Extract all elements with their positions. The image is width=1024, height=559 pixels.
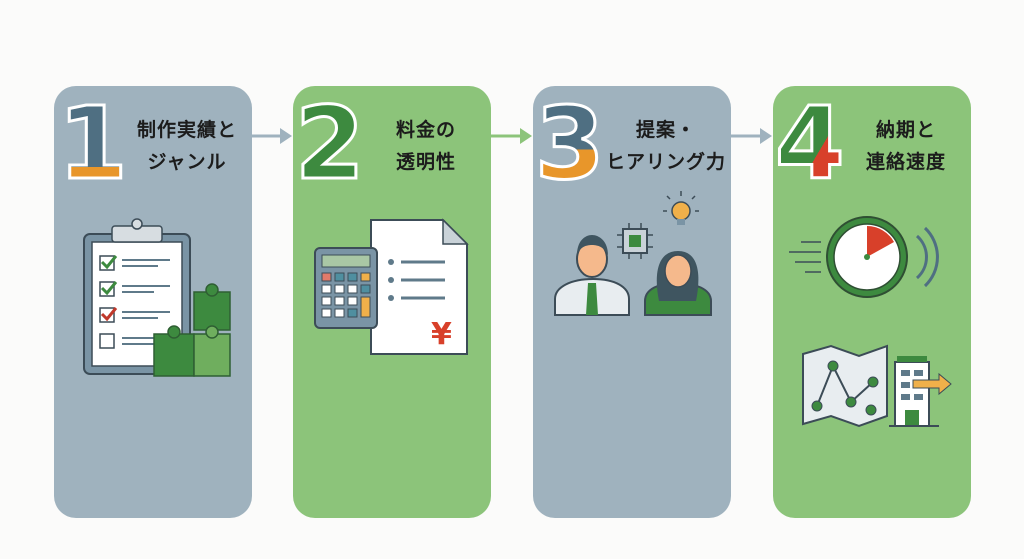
arrow-right-icon xyxy=(250,128,292,144)
step-number-2: 2 xyxy=(295,86,365,186)
svg-text:1: 1 xyxy=(58,86,126,186)
puzzle-icon xyxy=(153,283,231,377)
svg-text:2: 2 xyxy=(295,86,365,186)
stopwatch-icon xyxy=(789,216,939,298)
lightbulb-icon xyxy=(663,191,699,225)
svg-text:3: 3 xyxy=(535,86,605,186)
invoice-yen-icon: ¥ xyxy=(314,218,469,355)
arrow-right-icon xyxy=(730,128,772,144)
step-title-4: 納期と連絡速度 xyxy=(865,119,946,173)
building-arrow-icon xyxy=(889,356,952,427)
step-number-3: 3 xyxy=(535,86,605,186)
arrow-right-icon xyxy=(490,128,532,144)
step-card-3: 3 提案・ヒアリング力 xyxy=(533,86,731,518)
checklist-clipboard-icon xyxy=(83,218,231,377)
step-card-1: 1 制作実績とジャンル xyxy=(54,86,252,518)
step-card-4: 4 納期と連絡速度 xyxy=(773,86,971,518)
map-route-icon xyxy=(802,344,952,428)
step-number-4: 4 xyxy=(775,86,845,186)
step-card-2: 2 料金の透明性 ¥ xyxy=(293,86,491,518)
people-icon xyxy=(554,191,712,316)
step-title-2: 料金の透明性 xyxy=(395,119,456,173)
svg-text:¥: ¥ xyxy=(431,317,452,352)
step-title-1: 制作実績とジャンル xyxy=(136,119,237,173)
step-title-3: 提案・ヒアリング力 xyxy=(605,119,726,173)
svg-text:4: 4 xyxy=(775,86,845,186)
chip-icon xyxy=(617,223,653,259)
calculator-icon xyxy=(314,247,378,329)
step-number-1: 1 xyxy=(57,86,127,186)
